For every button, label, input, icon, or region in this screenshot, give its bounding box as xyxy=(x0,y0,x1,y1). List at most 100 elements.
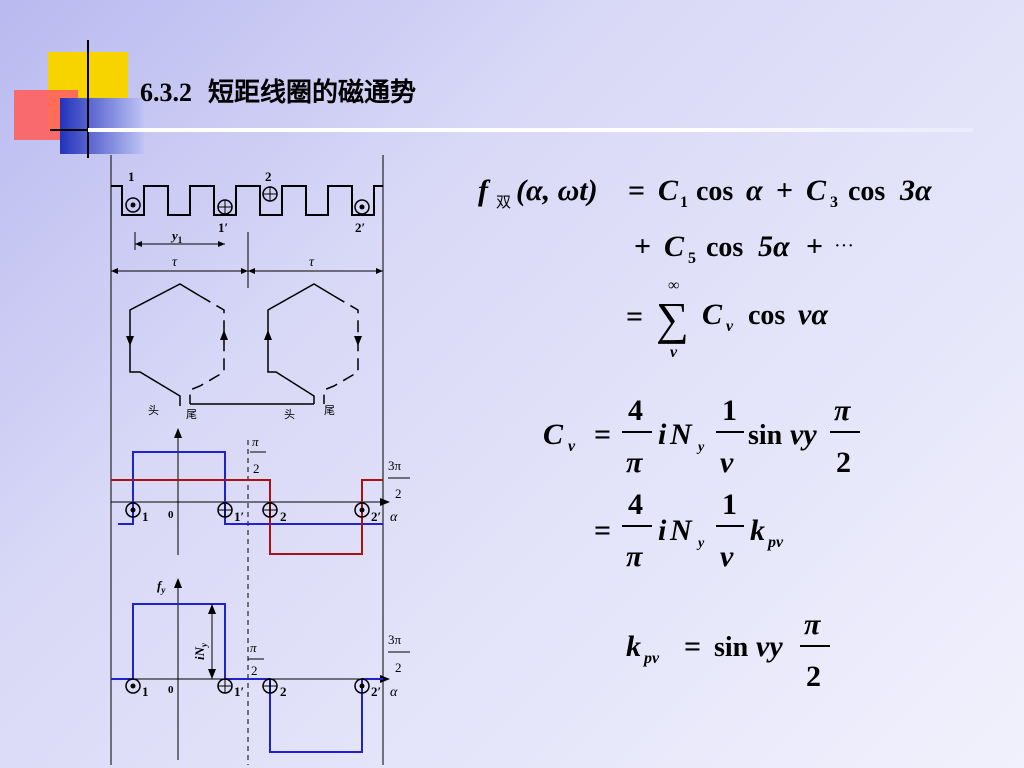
coil-2-dashed xyxy=(323,295,359,404)
svg-text:νy: νy xyxy=(756,630,783,663)
svg-text:ν: ν xyxy=(720,540,734,573)
svg-text:∑: ∑ xyxy=(656,293,689,344)
coil-2-solid xyxy=(267,283,335,404)
svg-text:1: 1 xyxy=(680,194,688,211)
arrow-left-icon xyxy=(111,268,118,274)
arrow-right-icon xyxy=(241,268,248,274)
svg-text:∞: ∞ xyxy=(668,277,679,294)
conductor-1-dot-icon xyxy=(125,197,141,213)
plot2-conductor-2p-dot-icon xyxy=(354,678,370,694)
plot2-label-2: 2 xyxy=(280,684,287,699)
plot2-origin: 0 xyxy=(168,684,174,696)
stator-slots xyxy=(111,185,383,216)
section-title: 短距线圈的磁通势 xyxy=(208,78,417,107)
combined-mmf-wave xyxy=(111,603,383,753)
svg-text:=: = xyxy=(594,514,611,547)
slot-label-2p: 2′ xyxy=(355,220,365,235)
svg-text:π: π xyxy=(626,446,643,479)
svg-text:=: = xyxy=(594,418,611,451)
svg-text:π: π xyxy=(804,608,821,641)
svg-text:5: 5 xyxy=(688,250,696,267)
conductor-1p-cross-icon xyxy=(217,199,233,215)
plot2-label-2p: 2′ xyxy=(371,684,381,699)
svg-text:k: k xyxy=(626,630,641,663)
arrow-down-icon xyxy=(126,336,134,346)
svg-text:y: y xyxy=(696,536,705,551)
svg-text:1: 1 xyxy=(722,488,737,521)
tail-label-2: 尾 xyxy=(324,404,335,417)
svg-text:双: 双 xyxy=(496,194,511,211)
plot1-conductor-2p-dot-icon xyxy=(354,502,370,518)
plot1-3pi-denominator: 2 xyxy=(395,486,402,501)
blue-square-shade xyxy=(60,98,144,154)
conductor-2p-dot-icon xyxy=(354,199,370,215)
svg-text:C: C xyxy=(658,174,679,207)
svg-text:sin: sin xyxy=(714,632,749,663)
svg-text:k: k xyxy=(750,514,765,547)
plot1-alpha: α xyxy=(390,510,398,525)
arrow-down-icon xyxy=(354,336,362,346)
svg-text:+: + xyxy=(634,230,651,263)
svg-text:=: = xyxy=(628,174,645,207)
plot1-pi-label: π xyxy=(252,434,259,449)
plot2-alpha: α xyxy=(390,685,398,700)
arrow-up-icon xyxy=(174,578,182,588)
svg-text:C: C xyxy=(702,298,723,331)
svg-text:cos: cos xyxy=(748,300,785,331)
plot2-3pi-denominator: 2 xyxy=(395,660,402,675)
plot2-label-1p: 1′ xyxy=(234,684,244,699)
tau-label-left: τ xyxy=(172,255,178,270)
equation-line-4: C ν = 4 π i N y 1 ν sin νy π 2 xyxy=(543,394,860,479)
plot2-3pi-label: 3π xyxy=(388,632,402,647)
svg-text:=: = xyxy=(684,630,701,663)
svg-text:π: π xyxy=(626,540,643,573)
plot1-conductor-1-dot-icon xyxy=(125,502,141,518)
svg-text:pν: pν xyxy=(766,534,784,551)
arrow-up-icon xyxy=(264,330,272,340)
slot-label-1: 1 xyxy=(128,169,135,184)
equation-line-6: k pν = sin νy π 2 xyxy=(626,608,830,693)
svg-text:cos: cos xyxy=(848,176,885,207)
plot1-label-1p: 1′ xyxy=(234,509,244,524)
svg-text:+: + xyxy=(806,230,823,263)
svg-text:ν: ν xyxy=(670,344,678,361)
arrow-up-icon xyxy=(208,604,216,614)
svg-text:(α, ωt): (α, ωt) xyxy=(516,174,598,207)
arrow-down-icon xyxy=(208,669,216,679)
svg-text:3α: 3α xyxy=(899,174,932,207)
tail-label-1: 尾 xyxy=(186,408,197,421)
coil-1-mmf-wave xyxy=(118,451,383,525)
amplitude-label: iNy xyxy=(192,642,209,660)
arrow-right-icon xyxy=(380,675,390,683)
svg-text:π: π xyxy=(834,394,851,427)
svg-text:i: i xyxy=(658,514,667,547)
equation-line-1: f 双 (α, ωt) = C 1 cos α + C 3 cos 3α xyxy=(478,174,932,211)
coil-1-solid xyxy=(129,283,201,406)
plot2-label-1: 1 xyxy=(142,684,149,699)
svg-text:i: i xyxy=(658,418,667,451)
arrow-up-icon xyxy=(174,428,182,438)
svg-text:cos: cos xyxy=(706,232,743,263)
slot-label-1p: 1′ xyxy=(218,220,228,235)
plot1-3pi-label: 3π xyxy=(388,458,402,473)
head-label-2: 头 xyxy=(284,408,295,421)
plot1-conductor-2-cross-icon xyxy=(262,502,278,518)
plot2-conductor-1p-cross-icon xyxy=(217,678,233,694)
svg-text:α: α xyxy=(746,174,763,207)
head-label-1: 头 xyxy=(148,404,159,417)
svg-text:N: N xyxy=(669,418,693,451)
plot2-pi-label: π xyxy=(250,640,257,655)
arrow-right-icon xyxy=(218,241,225,247)
svg-text:cos: cos xyxy=(696,176,733,207)
svg-text:5α: 5α xyxy=(758,230,790,263)
arrow-left-icon xyxy=(135,241,142,247)
plot1-two-label: 2 xyxy=(253,461,260,476)
svg-text:y: y xyxy=(696,440,705,455)
svg-text:···: ··· xyxy=(834,235,854,257)
plot1-label-2p: 2′ xyxy=(371,509,381,524)
svg-text:C: C xyxy=(664,230,685,263)
svg-text:να: να xyxy=(798,298,828,331)
